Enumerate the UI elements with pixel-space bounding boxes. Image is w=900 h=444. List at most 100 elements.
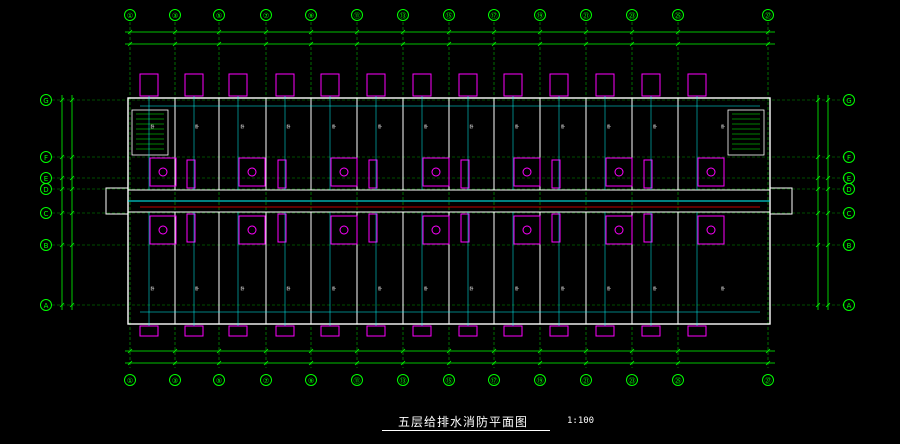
dimension-tick (537, 29, 543, 35)
bathroom-fixture-group (330, 215, 358, 245)
axis-label-left: C (44, 210, 49, 218)
dimension-tick (400, 348, 406, 354)
dimension-tick (446, 29, 452, 35)
dimension-tick (354, 360, 360, 366)
west-entry (105, 187, 129, 215)
room-tag: 卧 (561, 123, 565, 129)
room-tag: 卧 (241, 123, 245, 129)
axis-bubble-bottom (213, 374, 225, 386)
axis-label-top: ⑮ (446, 12, 453, 20)
balcony-drain-box (228, 73, 248, 97)
dimension-tick (583, 41, 589, 47)
axis-bubble-left (40, 239, 52, 251)
dimension-tick (537, 348, 543, 354)
axis-label-bottom: ⑮ (446, 377, 453, 385)
room-tag: 卧 (424, 123, 428, 129)
dimension-tick (825, 175, 831, 181)
drawing-title: 五层给排水消防平面图 (398, 415, 529, 429)
shaft-box (551, 213, 561, 243)
dimension-tick (537, 360, 543, 366)
room-tag: 卧 (515, 123, 519, 129)
balcony-drain-box (503, 325, 523, 337)
dimension-tick (446, 41, 452, 47)
axis-bubble-top (397, 9, 409, 21)
dimension-tick (675, 360, 681, 366)
axis-label-top: ㉑ (583, 12, 590, 20)
shaft-box (643, 213, 653, 243)
room-tag: 卧 (653, 123, 657, 129)
toilet-fixture (158, 225, 168, 235)
axis-bubble-bottom (397, 374, 409, 386)
shaft-box (186, 213, 196, 243)
stair-core (131, 109, 169, 156)
dimension-tick (629, 41, 635, 47)
dimension-tick (765, 29, 771, 35)
axis-bubble-right (843, 94, 855, 106)
axis-label-bottom: ① (127, 377, 133, 385)
axis-bubble-bottom (488, 374, 500, 386)
dimension-tick (815, 242, 821, 248)
axis-label-top: ⑬ (400, 12, 407, 20)
balcony-drain-box (275, 73, 295, 97)
dimension-tick (172, 41, 178, 47)
bathroom-fixture-group (238, 157, 266, 187)
axis-bubble-right (843, 207, 855, 219)
toilet-fixture (339, 167, 349, 177)
dimension-tick (815, 210, 821, 216)
toilet-fixture (431, 225, 441, 235)
dimension-tick (69, 154, 75, 160)
axis-label-right: A (847, 302, 852, 310)
shaft-box (277, 213, 287, 243)
axis-bubble-left (40, 94, 52, 106)
axis-bubble-left (40, 183, 52, 195)
dimension-tick (491, 41, 497, 47)
balcony-drain-box (139, 73, 159, 97)
axis-label-bottom: ⑲ (537, 377, 544, 385)
bathroom-fixture-group (422, 215, 450, 245)
dimension-tick (825, 186, 831, 192)
bathroom-fixture-group (697, 157, 725, 187)
axis-label-top: ⑰ (491, 12, 498, 20)
axis-bubble-bottom (260, 374, 272, 386)
dimension-tick (69, 97, 75, 103)
balcony-drain-box (641, 73, 661, 97)
balcony-drain-box (412, 73, 432, 97)
dimension-tick (59, 186, 65, 192)
dimension-tick (127, 29, 133, 35)
axis-label-left: A (44, 302, 49, 310)
balcony-drain-box (184, 325, 204, 337)
toilet-fixture (614, 225, 624, 235)
bathroom-fixture-group (330, 157, 358, 187)
axis-label-top: ㉕ (675, 12, 682, 20)
axis-bubble-right (843, 239, 855, 251)
dimension-tick (354, 348, 360, 354)
balcony-drain-box (595, 73, 615, 97)
axis-bubble-right (843, 151, 855, 163)
balcony-drain-box (366, 325, 386, 337)
dimension-tick (815, 186, 821, 192)
shaft-box (460, 213, 470, 243)
room-tag: 卧 (424, 285, 428, 291)
bathroom-fixture-group (605, 215, 633, 245)
room-tag: 卧 (241, 285, 245, 291)
axis-label-right: G (846, 97, 851, 105)
balcony-drain-box (549, 325, 569, 337)
dimension-tick (127, 41, 133, 47)
drawing-scale: 1:100 (567, 416, 595, 426)
balcony-drain-box (549, 73, 569, 97)
room-tag: 卧 (332, 123, 336, 129)
toilet-fixture (431, 167, 441, 177)
room-tag: 卧 (561, 285, 565, 291)
dimension-tick (583, 348, 589, 354)
bathroom-fixture-group (697, 215, 725, 245)
axis-label-top: ⑤ (216, 12, 222, 20)
axis-bubble-top (626, 9, 638, 21)
dimension-tick (69, 175, 75, 181)
dimension-tick (815, 97, 821, 103)
axis-bubble-right (843, 299, 855, 311)
dimension-tick (400, 41, 406, 47)
axis-label-bottom: ⑪ (354, 377, 361, 385)
toilet-fixture (339, 225, 349, 235)
